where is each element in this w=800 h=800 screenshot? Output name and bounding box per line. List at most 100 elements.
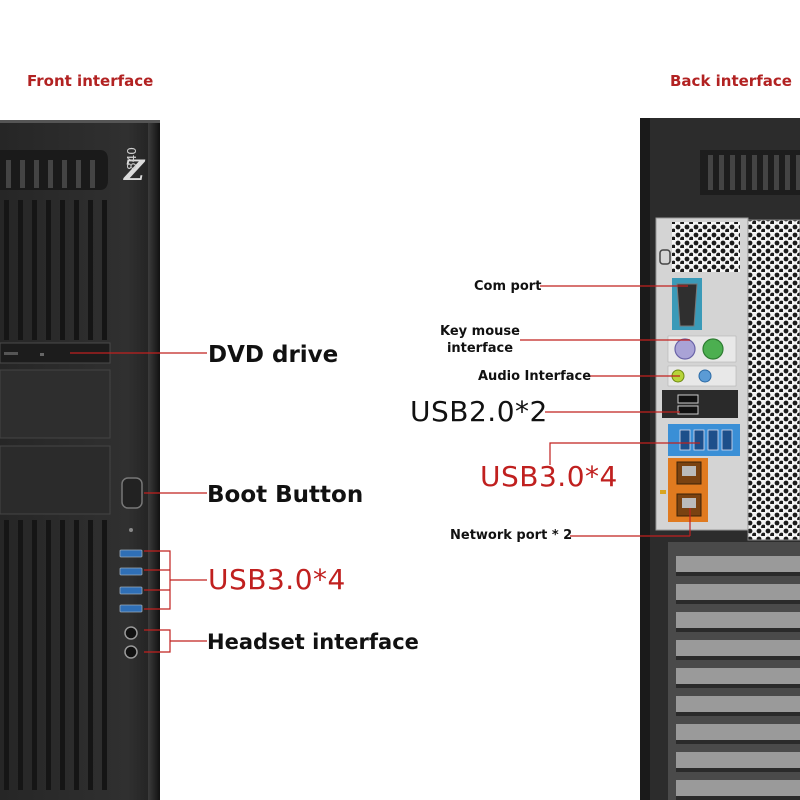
expansion-slot-gap <box>676 572 800 576</box>
ps2-keyboard-port <box>674 338 696 360</box>
expansion-slot-cover <box>676 696 800 714</box>
key-mouse-label-line1: Key mouse <box>440 324 520 339</box>
front-grille-slot <box>88 200 93 340</box>
rear-usb2-port <box>677 394 699 404</box>
front-usb-port <box>119 586 143 595</box>
leader-usb3-back <box>549 442 700 465</box>
front-top-vent-slot <box>20 160 25 188</box>
front-top-vents <box>6 160 95 188</box>
front-top-vent-slot <box>6 160 11 188</box>
back-top-vents <box>708 155 800 190</box>
front-grille-slot <box>60 520 65 790</box>
front-grille-slot <box>46 520 51 790</box>
back-top-vent-slot <box>763 155 768 190</box>
front-tower: Z 840 <box>0 120 160 800</box>
rear-usb3-label: USB3.0*4 <box>480 460 618 493</box>
front-usb-port <box>119 567 143 576</box>
back-handle <box>700 150 800 195</box>
expansion-slot-gap <box>676 768 800 772</box>
dvd-drive-label: DVD drive <box>208 342 339 368</box>
expansion-slot-cover <box>676 640 800 658</box>
boot-button[interactable] <box>121 477 143 509</box>
front-grille-slot <box>88 520 93 790</box>
front-grille-slot <box>4 200 9 340</box>
expansion-slots <box>676 556 800 800</box>
headset-jack <box>124 626 138 640</box>
back-interface-heading: Back interface <box>670 72 792 90</box>
front-top-vent-slot <box>62 160 67 188</box>
front-usb3-ports <box>119 549 143 613</box>
expansion-slot-gap <box>676 712 800 716</box>
front-grille-vents <box>4 200 107 790</box>
expansion-slot-gap <box>676 740 800 744</box>
audio-interface-label: Audio Interface <box>478 369 592 384</box>
expansion-slot-cover <box>676 724 800 742</box>
back-top-vent-slot <box>785 155 790 190</box>
headset-jack <box>124 645 138 659</box>
expansion-slot-cover <box>676 668 800 686</box>
front-top-vent-slot <box>34 160 39 188</box>
ps2-mouse-port <box>702 338 724 360</box>
rear-usb3-port <box>679 429 691 451</box>
expansion-slot-gap <box>676 796 800 800</box>
front-grille-slot <box>32 200 37 340</box>
network-port-label: Network port * 2 <box>450 528 573 543</box>
front-grille-slot <box>74 520 79 790</box>
expansion-slot-cover <box>676 780 800 798</box>
expansion-slot-cover <box>676 752 800 770</box>
front-top-vent-slot <box>90 160 95 188</box>
back-top-vent-slot <box>774 155 779 190</box>
headset-interface-label: Headset interface <box>207 630 419 654</box>
usb2-block <box>662 390 738 418</box>
back-top-vent-slot <box>708 155 713 190</box>
expansion-slot-gap <box>676 600 800 604</box>
rear-usb2-label: USB2.0*2 <box>410 395 548 428</box>
io-vent <box>672 222 740 272</box>
front-top-vent-slot <box>76 160 81 188</box>
rear-usb2-port <box>677 405 699 415</box>
back-top-vent-slot <box>730 155 735 190</box>
front-grille-slot <box>18 520 23 790</box>
front-grille-slot <box>102 520 107 790</box>
expansion-slot-cover <box>676 584 800 602</box>
front-grille-slot <box>18 200 23 340</box>
front-interface-heading: Front interface <box>27 72 154 90</box>
expansion-slot-gap <box>676 628 800 632</box>
front-usb-port <box>119 549 143 558</box>
front-usb-port <box>119 604 143 613</box>
front-grille-slot <box>74 200 79 340</box>
com-port <box>676 283 698 327</box>
rear-usb3-port <box>707 429 719 451</box>
back-top-vent-slot <box>752 155 757 190</box>
back-fan-grille <box>747 219 800 541</box>
front-grille-slot <box>102 200 107 340</box>
drive-bay-cover-2 <box>0 445 111 515</box>
boot-button-label: Boot Button <box>207 482 364 508</box>
rear-usb3-port <box>693 429 705 451</box>
front-panel-edge <box>148 120 160 800</box>
model-badge-number: 840 <box>125 147 139 170</box>
model-badge-letter: Z <box>123 154 146 187</box>
back-top-vent-slot <box>719 155 724 190</box>
key-mouse-label-line2: interface <box>446 341 514 356</box>
front-grille-slot <box>32 520 37 790</box>
back-tower <box>640 118 800 800</box>
key-mouse-label: Key mouse interface <box>440 323 520 357</box>
front-grille-slot <box>46 200 51 340</box>
front-top-vent-slot <box>48 160 53 188</box>
expansion-slot-gap <box>676 684 800 688</box>
audio-line-in-jack <box>698 369 712 383</box>
leader-lines <box>70 285 700 653</box>
com-port-label: Com port <box>474 279 542 294</box>
front-grille-slot <box>4 520 9 790</box>
drive-bay-cover-1 <box>0 369 111 439</box>
back-top-vent-slot <box>741 155 746 190</box>
back-top-vent-slot <box>796 155 800 190</box>
rear-usb3-port <box>721 429 733 451</box>
front-grille-slot <box>60 200 65 340</box>
front-usb3-label: USB3.0*4 <box>208 563 346 596</box>
expansion-slot-cover <box>676 556 800 574</box>
expansion-slot-cover <box>676 612 800 630</box>
expansion-slot-gap <box>676 656 800 660</box>
